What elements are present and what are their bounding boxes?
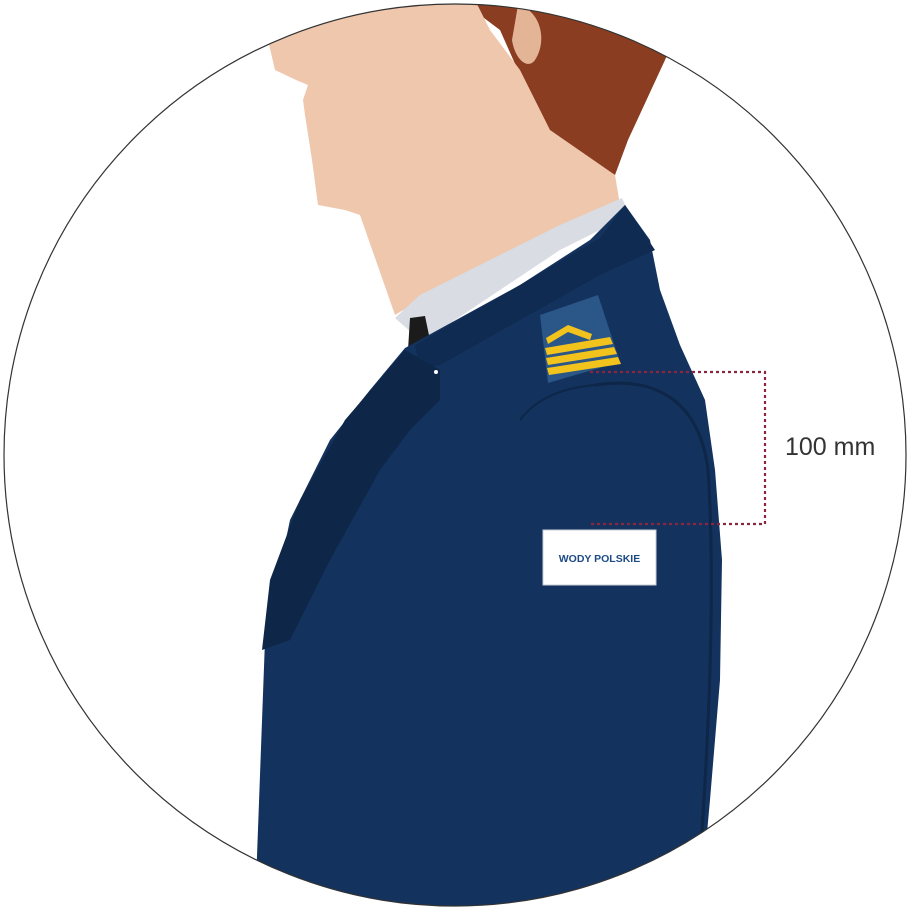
name-badge-text: WODY POLSKIE xyxy=(559,553,640,565)
collar-pin xyxy=(434,370,438,374)
measure-label: 100 mm xyxy=(785,433,875,461)
